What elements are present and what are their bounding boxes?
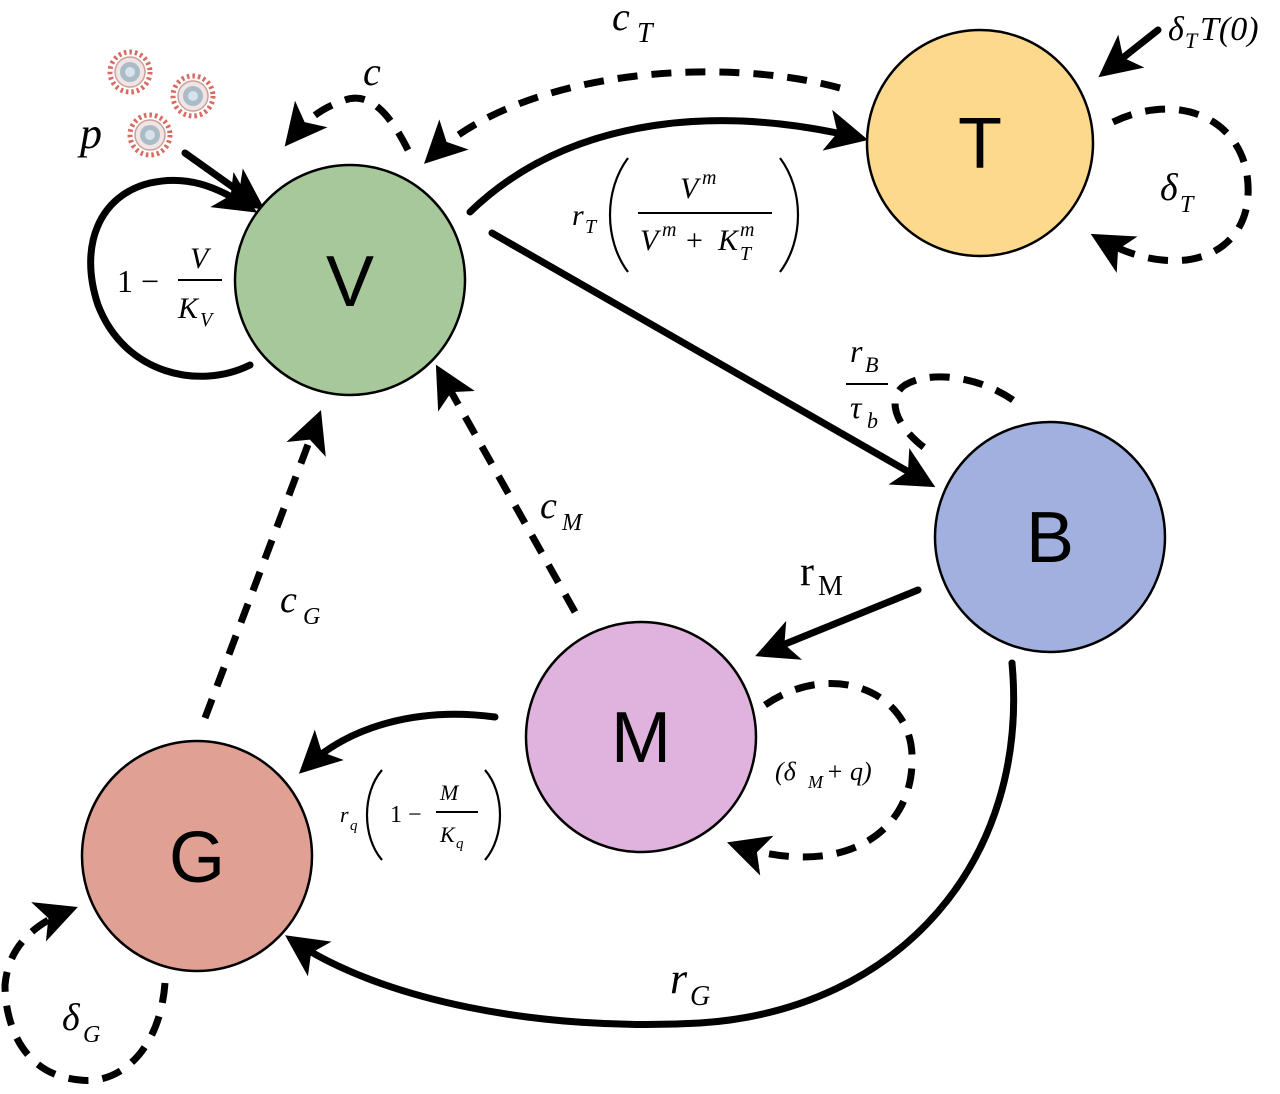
- label-deltaM-q: (δ M + q): [775, 757, 872, 792]
- label-rT-den-V: V: [640, 224, 662, 257]
- label-deltaT-T0: δ T T(0): [1168, 11, 1259, 53]
- label-deltaT-T0-delta: δ: [1168, 11, 1185, 48]
- label-rq-num: M: [439, 780, 460, 805]
- label-rT-main: r: [572, 199, 584, 232]
- label-rM-sub: M: [818, 571, 843, 602]
- production-arrow: [181, 149, 265, 210]
- label-rT-num-main: V: [680, 172, 702, 205]
- label-rM-main: r: [800, 549, 814, 595]
- label-rT-den-K: K: [717, 224, 740, 257]
- label-deltaT-T0-rest: T(0): [1200, 11, 1259, 48]
- node-B: B: [933, 420, 1167, 654]
- label-rT-den-plus: +: [686, 224, 703, 257]
- label-rq-lparen: [366, 769, 383, 861]
- label-cM: c M: [540, 485, 584, 536]
- cT-arrow: [423, 68, 841, 164]
- label-rq: r q 1 − M K q: [340, 769, 501, 861]
- virus-icon: [130, 115, 170, 155]
- node-T-label: T: [958, 104, 1002, 184]
- label-logistic-den-sub: V: [200, 309, 215, 331]
- label-cM-sub: M: [561, 510, 584, 536]
- label-deltaG: δ G: [62, 997, 100, 1048]
- label-deltaT-sub: T: [1180, 192, 1195, 218]
- label-deltaM-rest: + q): [826, 757, 872, 786]
- label-p: p: [77, 109, 102, 158]
- label-rT-den-Ksub: T: [740, 243, 753, 265]
- label-rT-sub: T: [585, 216, 598, 238]
- label-taub-main: τ: [850, 389, 863, 425]
- label-taub-sub: b: [867, 408, 878, 433]
- label-rB-sub: B: [865, 352, 878, 377]
- rT-arrow: [466, 109, 869, 216]
- logistic-self-loop: [87, 172, 258, 380]
- node-G-label: G: [169, 818, 225, 898]
- rB-self-loop: [891, 373, 1015, 458]
- virus-icon: [173, 76, 213, 116]
- label-cG-sub: G: [303, 604, 320, 630]
- label-deltaM-sub: M: [807, 772, 824, 792]
- deltaG-self-loop: [1, 902, 169, 1084]
- label-logistic-den-main: K: [177, 292, 200, 325]
- label-cM-main: c: [540, 485, 557, 527]
- label-rM: r M: [800, 549, 843, 602]
- label-rT-den-sup: m: [662, 219, 676, 241]
- cM-arrow: [435, 364, 579, 614]
- label-logistic-one: 1 −: [117, 263, 159, 299]
- label-rq-den-main: K: [439, 822, 456, 847]
- rG-arrow: [285, 659, 1018, 1028]
- label-rT-lparen: [608, 157, 629, 273]
- label-c: c: [363, 49, 381, 94]
- label-rG: r G: [670, 954, 710, 1012]
- node-B-circle: [933, 420, 1167, 654]
- node-M-circle: [524, 620, 758, 854]
- label-rq-sub: q: [350, 818, 358, 834]
- label-rq-main: r: [340, 802, 349, 827]
- label-rB-main: r: [850, 333, 863, 369]
- label-deltaT: δ T: [1160, 167, 1195, 218]
- VB-arrow: [488, 229, 936, 488]
- cG-arrow: [201, 410, 326, 720]
- label-logistic: 1 − V K V: [117, 242, 222, 331]
- deltaT-T0-arrow: [1098, 26, 1162, 78]
- label-rG-sub: G: [690, 981, 710, 1012]
- label-rT-den-Ksup: m: [740, 219, 754, 241]
- label-cT-main: c: [612, 0, 630, 39]
- label-rT-rparen: [779, 157, 800, 273]
- deltaT-self-loop: [1090, 105, 1252, 273]
- label-deltaT-T0-sub: T: [1185, 28, 1199, 53]
- label-cT-sub: T: [637, 18, 655, 49]
- rM-arrow: [755, 586, 922, 660]
- label-logistic-num: V: [190, 242, 212, 275]
- label-rT-num-sup: m: [702, 167, 716, 189]
- label-rq-den-sub: q: [456, 836, 464, 852]
- label-cG: c G: [280, 579, 320, 630]
- node-V-circle: [233, 163, 467, 397]
- virus-icon: [110, 52, 150, 92]
- label-deltaG-delta: δ: [62, 997, 81, 1039]
- node-G-circle: [80, 739, 314, 973]
- label-rB-taub: r B τ b: [846, 333, 888, 433]
- node-B-label: B: [1026, 498, 1074, 578]
- label-deltaM-open: (δ: [775, 757, 797, 786]
- label-rG-main: r: [670, 954, 688, 1003]
- label-deltaT-delta: δ: [1160, 167, 1179, 209]
- deltaM-self-loop: [727, 680, 916, 876]
- clearance-self-loop: [284, 94, 412, 152]
- node-G: G: [80, 739, 314, 973]
- rq-arrow: [298, 710, 499, 774]
- node-V-label: V: [326, 242, 374, 322]
- label-rq-rparen: [484, 769, 501, 861]
- node-T-circle: [865, 28, 1095, 258]
- label-deltaG-sub: G: [83, 1022, 100, 1048]
- label-rq-one: 1 −: [390, 802, 422, 828]
- node-M-label: M: [611, 698, 671, 778]
- label-rT: r T V m V m + K T m: [572, 157, 800, 273]
- node-V: V: [233, 163, 467, 397]
- label-cT: c T: [612, 0, 655, 49]
- node-T: T: [865, 28, 1095, 258]
- label-cG-main: c: [280, 579, 297, 621]
- node-M: M: [524, 620, 758, 854]
